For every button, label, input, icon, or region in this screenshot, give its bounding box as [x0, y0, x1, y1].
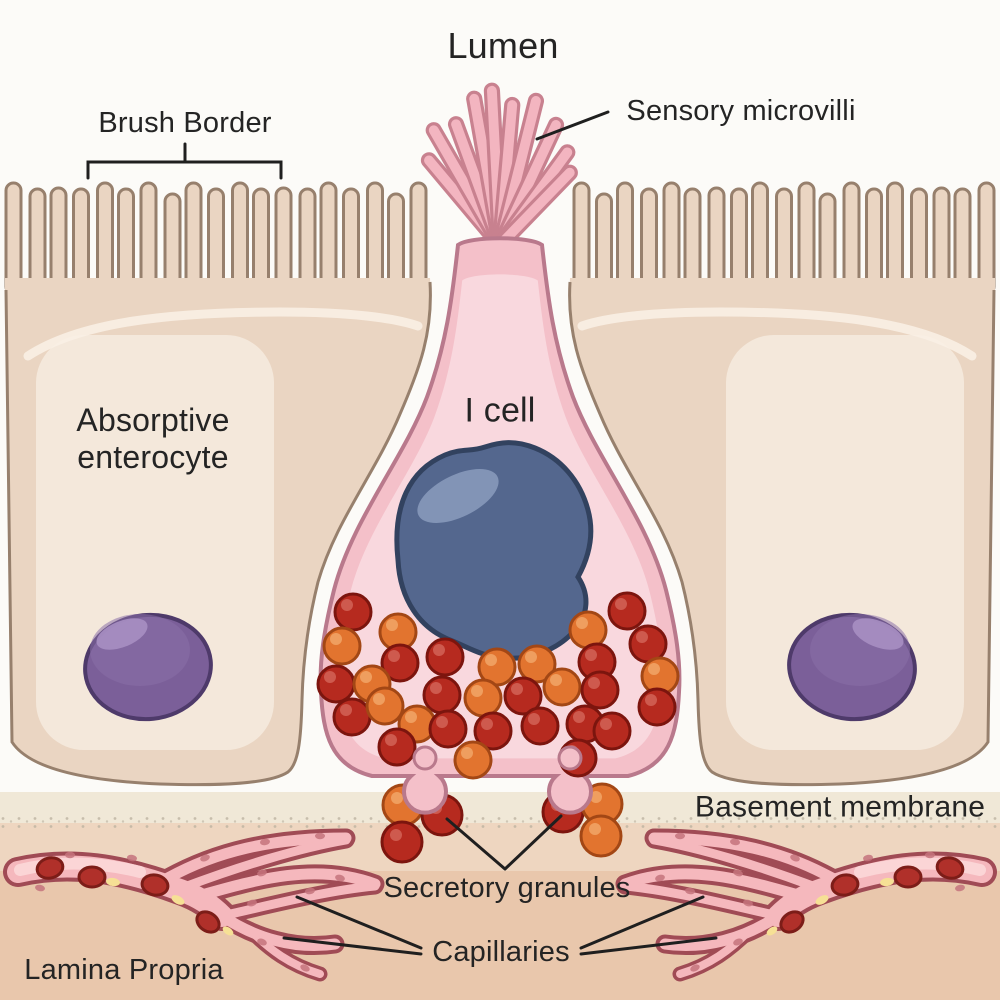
exocytosis-vesicle-right: [557, 745, 583, 771]
secretory-granule: [332, 697, 372, 737]
label-absorptive-enterocyte: Absorptive enterocyte: [76, 402, 229, 476]
granule-highlight: [360, 671, 372, 683]
granule-highlight: [386, 619, 398, 631]
secretory-granule: [579, 814, 623, 858]
granule-highlight: [373, 693, 385, 705]
label-absorptive-line2: enterocyte: [77, 439, 229, 475]
granule-highlight: [600, 718, 612, 730]
granule-highlight: [390, 829, 402, 841]
secretory-granule: [377, 727, 417, 767]
sensory-microvilli-pointer: [535, 110, 610, 141]
granule-highlight: [341, 599, 353, 611]
secretory-granule: [637, 687, 677, 727]
granule-highlight: [436, 716, 448, 728]
granule-highlight: [585, 649, 597, 661]
enterocyte-nucleus: [83, 612, 213, 722]
secretory-granule: [333, 592, 373, 632]
granule-highlight: [485, 654, 497, 666]
granule-highlight: [405, 711, 417, 723]
absorptive-enterocyte-left: [4, 181, 432, 787]
label-secretory-granules: Secretory granules: [383, 872, 631, 905]
capillaries-pointers: [282, 895, 718, 956]
label-lamina-propria: Lamina Propria: [24, 954, 224, 987]
secretory-granule: [592, 711, 632, 751]
secretory-granule: [365, 686, 405, 726]
granule-highlight: [340, 704, 352, 716]
microvillus: [366, 181, 384, 296]
secretory-granule: [453, 740, 493, 780]
granule-highlight: [588, 677, 600, 689]
secretory-granule: [380, 820, 424, 864]
granule-highlight: [589, 823, 601, 835]
secretory-granule: [425, 637, 465, 677]
secretory-granules-in-cell: [316, 591, 680, 780]
secretory-granule: [542, 667, 582, 707]
sensory-microvilli-shapes: [420, 82, 578, 257]
secretory-granule: [428, 709, 468, 749]
secretory-granules-pointers: [445, 814, 563, 871]
i-cell-nucleus: [394, 440, 594, 661]
microvillus: [184, 181, 203, 296]
capillary-wall-nuclei: [35, 832, 345, 972]
label-lumen: Lumen: [447, 25, 559, 67]
granule-highlight: [525, 651, 537, 663]
granule-highlight: [645, 694, 657, 706]
granule-highlight: [573, 711, 585, 723]
granule-highlight: [636, 631, 648, 643]
label-sensory-microvilli: Sensory microvilli: [626, 95, 856, 128]
label-capillaries: Capillaries: [432, 936, 570, 969]
granule-highlight: [576, 617, 588, 629]
plasma-specks: [106, 877, 234, 936]
granule-highlight: [461, 747, 473, 759]
microvillus: [139, 181, 158, 296]
microvillus: [319, 181, 338, 296]
granule-highlight: [511, 683, 523, 695]
microvillus: [231, 181, 249, 296]
brush-border-bracket: [86, 142, 283, 180]
secretory-granule: [422, 675, 462, 715]
secretory-granule: [520, 706, 560, 746]
microvillus: [4, 181, 23, 296]
secretory-granule: [607, 591, 647, 631]
granule-highlight: [481, 718, 493, 730]
granule-highlight: [615, 598, 627, 610]
capillary-highlight: [14, 857, 146, 878]
secretory-granule: [568, 610, 608, 650]
red-blood-cells: [35, 856, 221, 934]
secretory-granule: [580, 670, 620, 710]
granule-highlight: [433, 644, 445, 656]
granule-highlight: [648, 663, 660, 675]
microvillus: [409, 181, 428, 296]
secretory-granule: [316, 664, 356, 704]
granule-highlight: [388, 650, 400, 662]
microvillus: [96, 181, 114, 296]
granule-highlight: [550, 674, 562, 686]
granule-highlight: [385, 734, 397, 746]
secretory-granule: [322, 626, 362, 666]
label-basement-membrane: Basement membrane: [694, 790, 986, 824]
exocytosis-vesicle-left: [412, 745, 438, 771]
basement-membrane-stipple: [0, 816, 1000, 828]
enterocyte-highlight: [23, 307, 423, 361]
label-brush-border: Brush Border: [98, 107, 272, 140]
granule-highlight: [471, 685, 483, 697]
granule-highlight: [528, 713, 540, 725]
granule-highlight: [590, 791, 602, 803]
annotation-lines: [86, 110, 718, 956]
granule-highlight: [330, 633, 342, 645]
i-cell: [316, 82, 682, 815]
granule-highlight: [324, 671, 336, 683]
granule-highlight: [391, 792, 403, 804]
enterocyte-outline: [4, 281, 432, 787]
brush-border-microvilli: [4, 181, 428, 296]
label-i-cell: I cell: [464, 391, 536, 430]
label-absorptive-line1: Absorptive: [76, 401, 230, 438]
granule-highlight: [430, 682, 442, 694]
secretory-granule: [463, 678, 503, 718]
